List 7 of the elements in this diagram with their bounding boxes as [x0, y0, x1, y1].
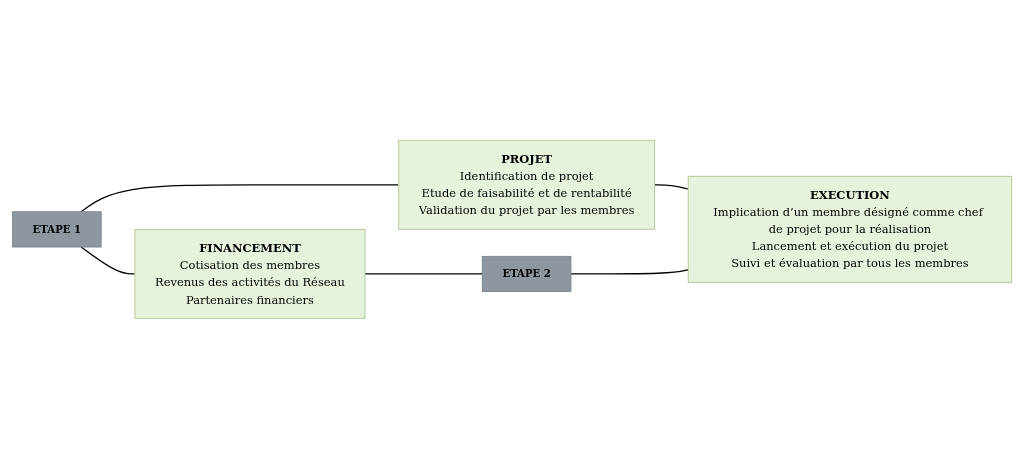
node-box: PROJET Identification de projet Etude de faisabilité et de rentabilité Validation du projet par les membres — [398, 139, 656, 230]
node-box: ETAPE 2 — [481, 255, 572, 292]
node-box: EXECUTION Implication d’un membre désigné comme chef de projet pour la réalisation Lancement et exécution du projet Suivi et évaluation par tous les membres — [687, 175, 1013, 283]
connector — [570, 268, 689, 275]
node-box: ETAPE 1 — [12, 211, 102, 247]
connector — [364, 272, 483, 275]
node-box: FINANCEMENT Cotisation des membres Revenus des activités du Réseau Partenaires financiers — [134, 228, 366, 319]
